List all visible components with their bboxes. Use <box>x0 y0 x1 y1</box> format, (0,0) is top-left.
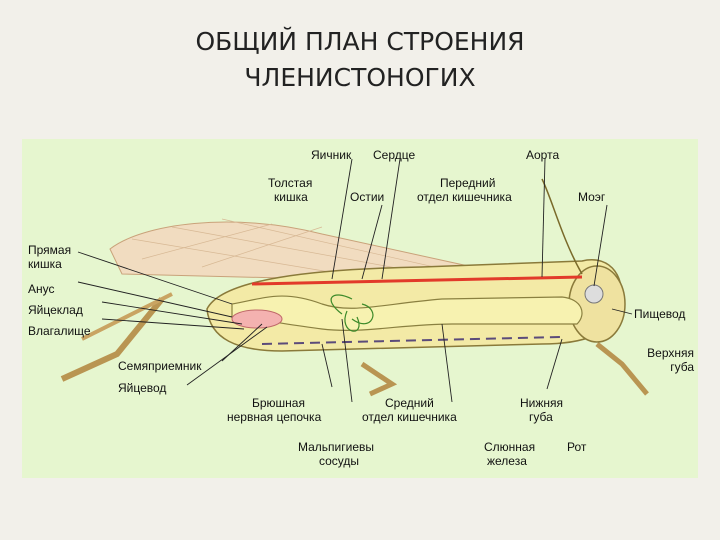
label-vagina: Влагалище <box>28 324 91 338</box>
arthropod-anatomy-drawing <box>60 158 649 403</box>
label-foregut-2: отдел кишечника <box>417 190 512 204</box>
title-line-1: ОБЩИЙ ПЛАН СТРОЕНИЯ <box>195 27 525 56</box>
gut <box>231 295 583 331</box>
label-rectum-1: Прямая <box>28 243 72 257</box>
label-lower-lip-2: губа <box>529 410 553 424</box>
label-rectum-2: кишка <box>28 257 62 271</box>
label-anus: Анус <box>28 282 55 296</box>
label-nerve-cord-2: нервная цепочка <box>227 410 322 424</box>
heart-vessel <box>251 275 583 286</box>
label-brain: Моэг <box>578 190 606 204</box>
label-large-intestine-1: Толстая <box>268 176 313 190</box>
label-mouth: Рот <box>567 440 587 454</box>
label-aorta: Аорта <box>526 148 560 162</box>
label-midgut-2: отдел кишечника <box>362 410 457 424</box>
label-midgut-1: Средний <box>385 396 434 410</box>
ovary <box>231 309 283 329</box>
label-upper-lip-2: губа <box>670 360 694 374</box>
label-foregut-1: Передний <box>440 176 496 190</box>
label-ostia: Остии <box>350 190 385 204</box>
hind-leg <box>60 297 165 382</box>
brain <box>584 284 604 304</box>
front-leg <box>595 342 649 396</box>
label-heart: Сердце <box>373 148 416 162</box>
antenna <box>541 178 583 275</box>
nerve-cord <box>261 336 563 345</box>
label-large-intestine-2: кишка <box>274 190 308 204</box>
label-upper-lip-1: Верхняя <box>647 346 694 360</box>
label-lower-lip-1: Нижняя <box>520 396 564 410</box>
label-salivary-1: Слюнная <box>484 440 536 454</box>
label-spermatheca: Семяприемник <box>118 359 202 373</box>
label-ovipositor: Яйцеклад <box>28 303 83 317</box>
label-ovary: Яичник <box>311 148 352 162</box>
title-line-2: ЧЛЕНИСТОНОГИХ <box>244 63 476 92</box>
label-oviduct: Яйцевод <box>118 381 167 395</box>
label-malpighian-2: сосуды <box>319 454 360 468</box>
label-esophagus: Пищевод <box>634 307 686 321</box>
label-nerve-cord-1: Брюшная <box>252 396 305 410</box>
label-malpighian-1: Мальпигиевы <box>298 440 375 454</box>
label-salivary-2: железа <box>487 454 527 468</box>
